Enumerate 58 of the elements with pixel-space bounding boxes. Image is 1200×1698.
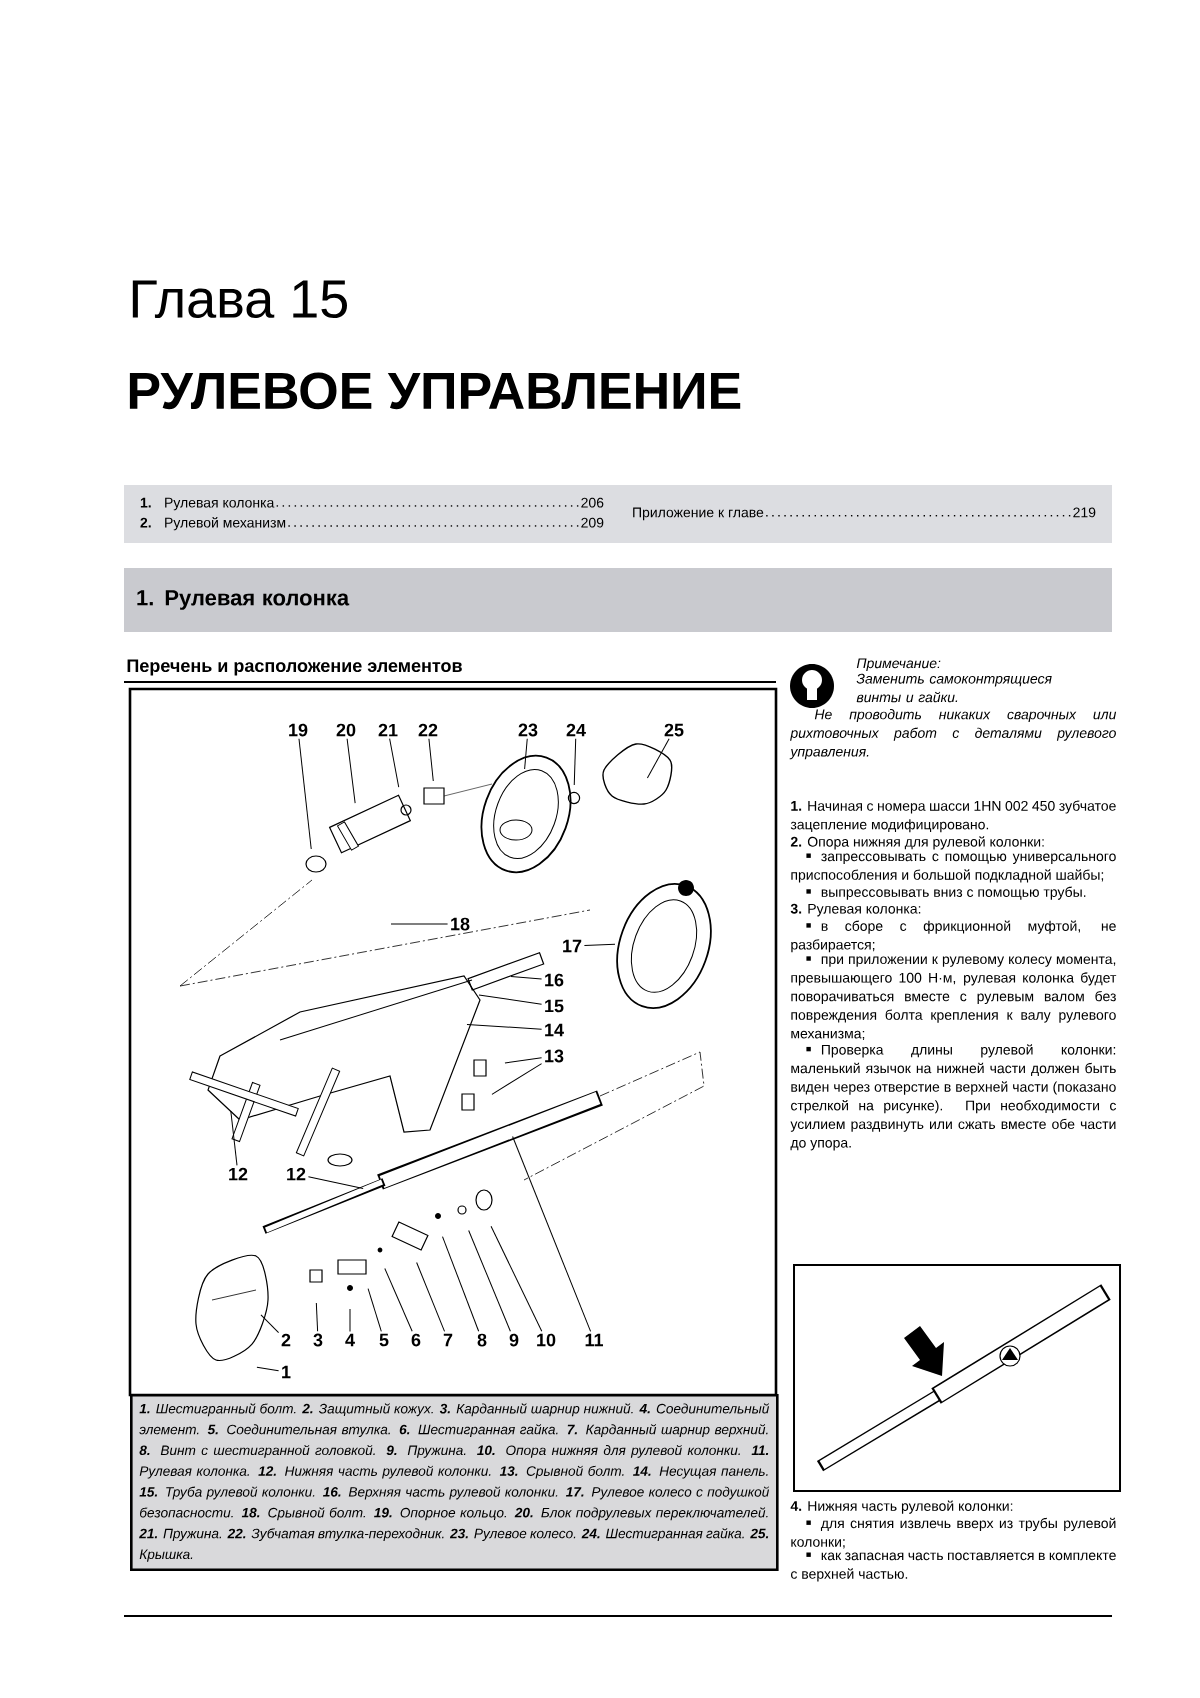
- leader-line: [260, 1314, 280, 1334]
- callout-number: 21: [378, 723, 398, 737]
- leader-line: [416, 1262, 446, 1332]
- leader-line: [442, 1236, 480, 1332]
- callout-number: 24: [566, 723, 586, 737]
- callout-number: 8: [477, 1333, 487, 1347]
- leader-line: [315, 1302, 319, 1332]
- leader-line: [468, 1230, 511, 1332]
- leader-line: [512, 1136, 592, 1332]
- leader-line: [346, 738, 356, 804]
- leader-line: [307, 1176, 364, 1190]
- callout-number: 7: [443, 1333, 453, 1347]
- leader-line: [367, 1288, 382, 1332]
- leader-line: [646, 738, 670, 779]
- callout-number: 25: [664, 723, 684, 737]
- leader-line: [384, 1267, 413, 1332]
- callout-number: 18: [451, 917, 470, 931]
- callout-number: 6: [411, 1333, 421, 1347]
- leader-line: [510, 976, 543, 980]
- callout-number: 10: [537, 1333, 556, 1347]
- leader-line: [230, 1110, 238, 1166]
- leader-line: [478, 994, 543, 1005]
- leader-line: [298, 738, 312, 850]
- callout-number: 13: [545, 1049, 564, 1063]
- callout-number: 12: [287, 1167, 306, 1181]
- leader-line: [256, 1366, 280, 1372]
- leader-line: [524, 738, 528, 770]
- leader-line: [583, 943, 616, 946]
- callout-number: 4: [345, 1333, 355, 1347]
- section-band: 1. Рулевая колонка: [124, 568, 1112, 632]
- callout-number: 12: [229, 1167, 248, 1181]
- leader-line: [504, 1057, 543, 1064]
- callout-number: 17: [563, 939, 582, 953]
- leader-line: [349, 1308, 351, 1332]
- callout-number: 5: [379, 1333, 389, 1347]
- callout-number: 15: [545, 999, 564, 1013]
- leader-line: [389, 738, 400, 788]
- leader-line: [428, 738, 434, 782]
- callout-number: 19: [289, 723, 308, 737]
- callout-number: 2: [281, 1333, 291, 1347]
- detail-figure: [793, 1264, 1121, 1492]
- callout-number: 22: [418, 723, 438, 737]
- leader-line: [466, 1023, 543, 1030]
- leader-line: [490, 1225, 543, 1332]
- leader-line: [491, 1063, 543, 1095]
- subsection-heading: Перечень и расположение элементов: [127, 659, 462, 676]
- leader-line: [390, 923, 449, 925]
- callout-number: 1: [282, 1365, 291, 1379]
- callout-number: 20: [336, 723, 356, 737]
- leader-line: [573, 738, 577, 786]
- chapter-label: Глава 15: [132, 280, 347, 319]
- callout-number: 9: [509, 1333, 519, 1347]
- callout-number: 3: [313, 1333, 323, 1347]
- callout-number: 14: [545, 1023, 564, 1037]
- callout-number: 16: [545, 973, 564, 987]
- callout-number: 11: [585, 1333, 603, 1347]
- callout-number: 23: [518, 723, 538, 737]
- chapter-title: РУЛЕВОЕ УПРАВЛЕНИЕ: [129, 372, 741, 410]
